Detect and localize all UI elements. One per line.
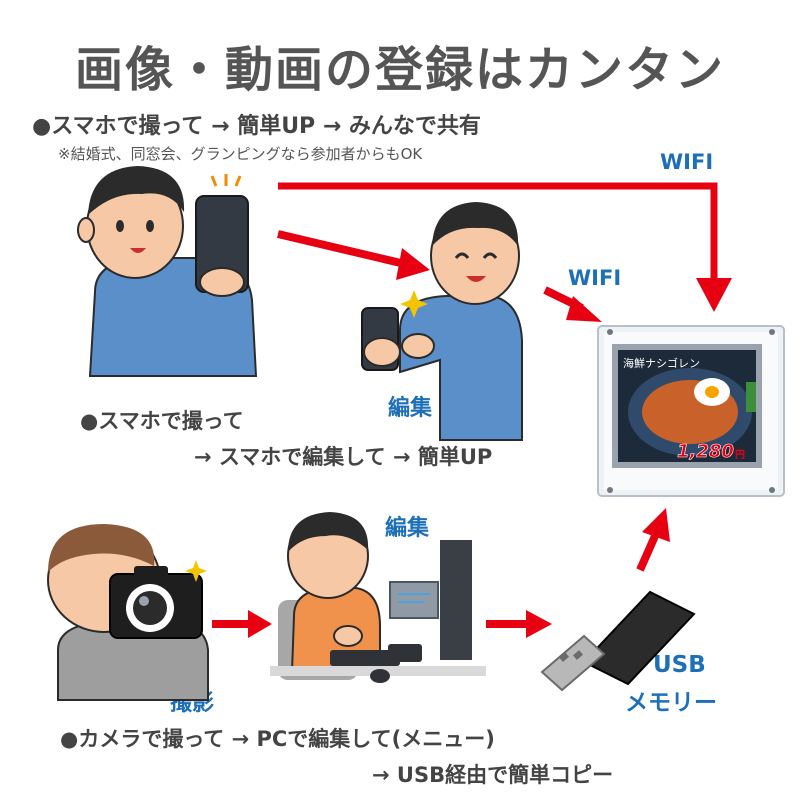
usb-label-line2: メモリー — [625, 690, 717, 716]
usb-memory-stick — [540, 590, 696, 692]
wifi-arrow-top — [278, 182, 732, 312]
frame-price: 1,280 — [677, 441, 734, 462]
page-title: 画像・動画の登録はカンタン — [74, 42, 725, 98]
camera-to-pc-arrow — [212, 610, 272, 638]
edit-label-phone: 編集 — [388, 396, 433, 421]
pc-to-usb-arrow — [486, 610, 552, 638]
share-arrow — [277, 230, 430, 280]
wifi-arrow-mid — [543, 286, 602, 322]
person-shooting-smartphone — [77, 166, 258, 377]
person-with-camera — [47, 524, 209, 701]
camera-flow-subheading: → USB経由で簡単コピー — [372, 763, 614, 787]
camera-flow-heading: ●カメラで撮って → PCで編集して(メニュー) — [60, 727, 495, 751]
frame-yen: 円 — [735, 449, 745, 461]
usb-label-line1: USB — [653, 652, 706, 678]
usb-to-frame-arrow — [636, 508, 670, 572]
usage-note: ※結婚式、同窓会、グランピングなら参加者からもOK — [58, 145, 423, 163]
person-editing-on-pc — [270, 512, 486, 683]
edit-label-pc: 編集 — [385, 516, 430, 541]
wifi-label-top: WIFI — [660, 150, 714, 174]
wifi-label-mid: WIFI — [568, 266, 622, 290]
person-editing-smartphone — [361, 202, 523, 441]
phone-edit-caption-line2: → スマホで編集して → 簡単UP — [194, 445, 493, 469]
phone-edit-caption-line1: ●スマホで撮って — [80, 409, 244, 433]
frame-menu-title: 海鮮ナシゴレン — [623, 356, 700, 370]
smartphone-flow-heading: ●スマホで撮って → 簡単UP → みんなで共有 — [32, 114, 481, 139]
digital-photo-frame: 海鮮ナシゴレン 1,280 円 — [597, 325, 785, 497]
